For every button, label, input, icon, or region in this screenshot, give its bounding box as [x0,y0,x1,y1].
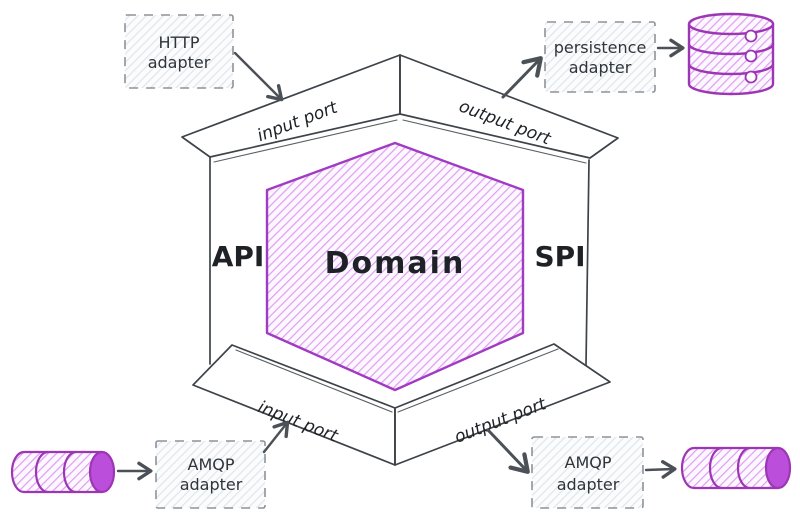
persistence-adapter-label-line2: adapter [569,58,632,77]
amqp-adapter-outbound-label-line2: adapter [557,475,620,494]
amqp-adapter-box-outbound: AMQP adapter [531,436,644,509]
domain-label: Domain [325,246,466,281]
http-adapter-label-line2: adapter [148,53,211,72]
hexagon-right-edge [585,159,590,366]
sketch-line [402,119,587,164]
database-icon [687,12,775,96]
domain-hexagon: Domain [265,141,525,392]
arrow-output-port-to-persistence [501,56,543,99]
persistence-adapter-box: persistence adapter [544,21,656,93]
hexagon-frame [181,54,619,466]
arrow-output-port-to-amqp-outbound [486,428,530,474]
amqp-adapter-box-inbound: AMQP adapter [155,440,266,509]
amqp-adapter-outbound-label-line1: AMQP [565,453,612,472]
persistence-adapter-label-line1: persistence [554,38,647,57]
arrow-http-to-input-port [233,51,284,102]
sketch-line [235,349,393,413]
amqp-adapter-inbound-label-line1: AMQP [188,455,235,474]
arrow-amqp-inbound-to-input-port [262,420,290,454]
http-adapter-label-line1: HTTP [159,33,200,52]
message-queue-icon-inbound [10,450,116,494]
sketch-line [213,119,398,163]
api-label: API [212,240,265,273]
sketch-line [397,348,559,413]
arrow-amqp-outbound-to-queue [644,460,677,479]
spi-label: SPI [534,240,585,273]
message-queue-icon-outbound [680,446,792,490]
amqp-adapter-inbound-label-line2: adapter [180,475,243,494]
http-adapter-box: HTTP adapter [124,14,234,89]
